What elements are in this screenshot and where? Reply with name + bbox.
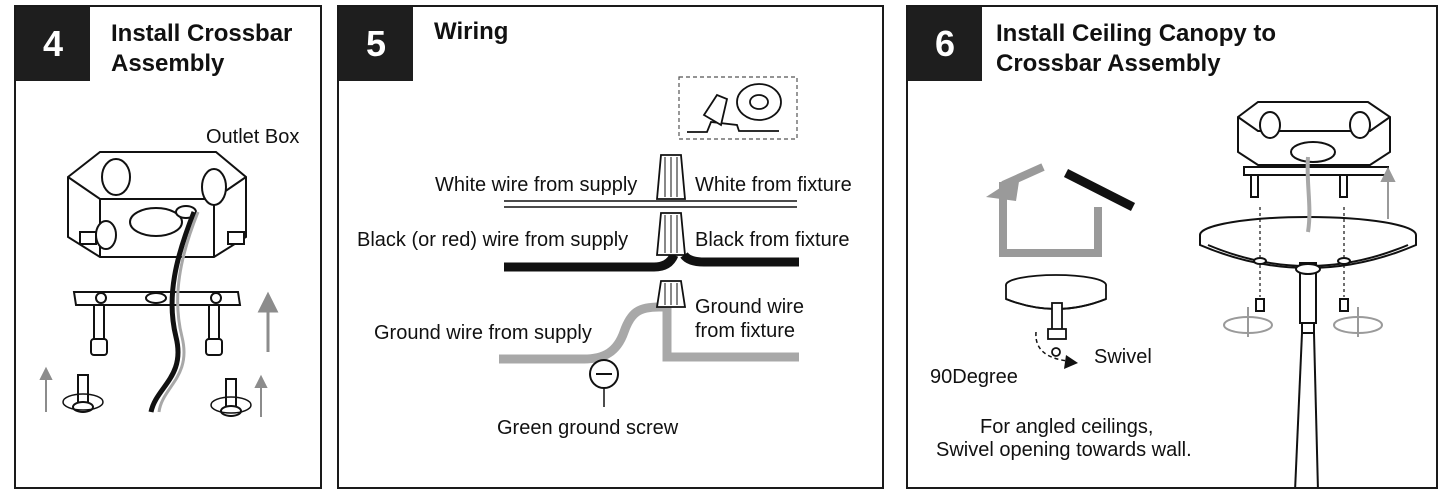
outlet-box-label: Outlet Box [206, 126, 300, 148]
step-4-number: 4 [16, 7, 90, 81]
ground-fixture-label-line1: Ground wire [695, 296, 804, 318]
ground-supply-label: Ground wire from supply [374, 322, 592, 344]
black-fixture-label: Black from fixture [695, 229, 850, 251]
black-supply-label: Black (or red) wire from supply [357, 229, 629, 251]
90-degree-label: 90Degree [930, 366, 1018, 388]
step-4-panel: 4 Install Crossbar Assembly Outlet Box [14, 5, 322, 489]
step-4-title-line2: Assembly [111, 50, 225, 77]
step-4-title-line1: Install Crossbar [111, 20, 293, 47]
canopy-illustration [986, 101, 1417, 487]
step-5-number: 5 [339, 7, 413, 81]
ground-fixture-label-line2: from fixture [695, 320, 796, 342]
swivel-label: Swivel [1094, 346, 1152, 368]
step-5-panel: 5 Wiring [337, 5, 884, 489]
wiring-diagram [499, 76, 799, 407]
step-6-title-line1: Install Ceiling Canopy to [996, 20, 1277, 47]
step-5-title: Wiring [434, 18, 509, 45]
angled-ceiling-note-line1: For angled ceilings, [980, 416, 1154, 438]
angled-ceiling-house-icon [999, 182, 1102, 257]
white-fixture-label: White from fixture [695, 174, 852, 196]
crossbar-assembly-illustration [39, 151, 279, 417]
step-6-panel: 6 Install Ceiling Canopy to Crossbar Ass… [906, 5, 1438, 489]
step-6-title-line2: Crossbar Assembly [996, 50, 1221, 77]
green-ground-screw-label: Green ground screw [497, 417, 679, 439]
angled-ceiling-note-line2: Swivel opening towards wall. [936, 439, 1192, 461]
white-supply-label: White wire from supply [435, 174, 638, 196]
step-6-number: 6 [908, 7, 982, 81]
wire-nut-tape-inset [678, 76, 798, 140]
